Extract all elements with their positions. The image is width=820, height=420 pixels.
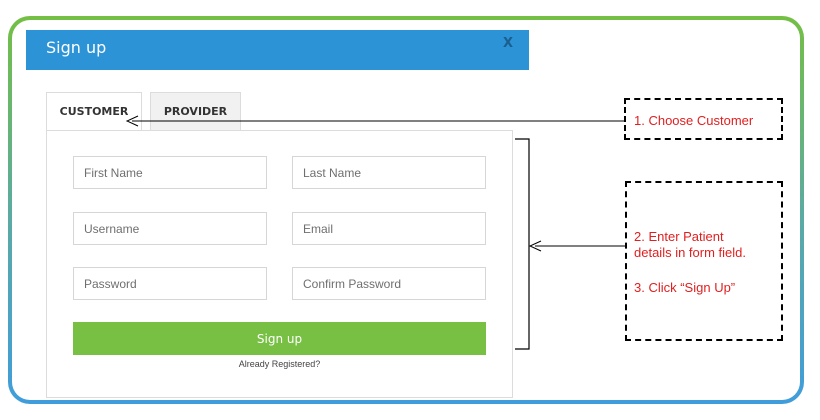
annotation-step2-line1: 2. Enter Patient	[634, 229, 724, 244]
dialog-title: Sign up	[46, 38, 107, 57]
annotation-step1: 1. Choose Customer	[634, 113, 754, 128]
signup-button[interactable]: Sign up	[73, 322, 486, 355]
tab-customer[interactable]: CUSTOMER	[46, 92, 142, 131]
annotation-box-step1	[624, 98, 783, 140]
close-icon[interactable]: X	[502, 36, 513, 51]
arrowhead-step2	[528, 240, 542, 252]
confirm-password-input[interactable]	[292, 267, 486, 300]
annotation-step2-line2: details in form field.	[634, 245, 746, 260]
arrowhead-step1	[125, 115, 139, 127]
annotation-box-step2	[625, 181, 783, 341]
annotation-step3: 3. Click “Sign Up”	[634, 280, 736, 295]
last-name-input[interactable]	[292, 156, 486, 189]
already-registered-link[interactable]: Already Registered?	[238, 359, 321, 369]
email-input[interactable]	[292, 212, 486, 245]
dialog-header: Sign up X	[26, 30, 529, 70]
password-input[interactable]	[73, 267, 267, 300]
first-name-input[interactable]	[73, 156, 267, 189]
form-bracket	[515, 138, 530, 350]
username-input[interactable]	[73, 212, 267, 245]
